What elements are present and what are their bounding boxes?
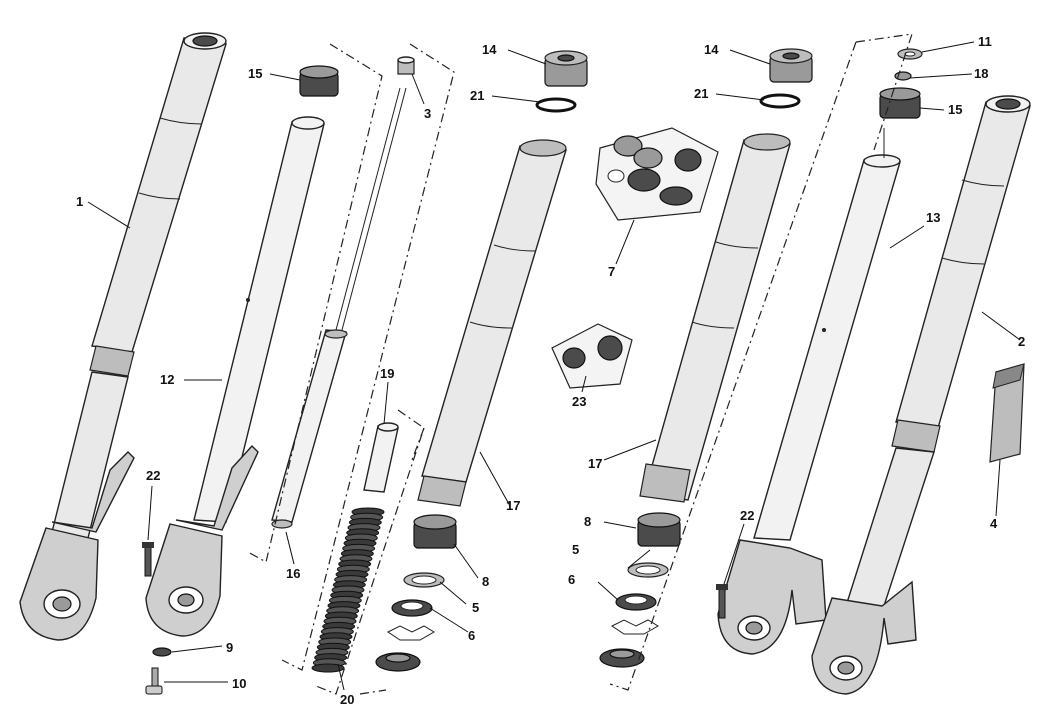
part-3-nut [397,56,415,75]
label-part-16: 16 [286,566,300,581]
part-5-washer-center-right [627,562,669,578]
part-5-washer-center-left [403,572,445,588]
label-part-5-a: 5 [472,600,479,615]
label-part-15-b: 15 [948,102,962,117]
label-part-21-b: 21 [694,86,708,101]
label-part-6-a: 6 [468,628,475,643]
label-part-17-b: 17 [588,456,602,471]
part-6-seal-center-left [375,599,435,672]
label-part-18: 18 [974,66,988,81]
part-labels: 1 2 3 4 5 5 6 6 7 8 8 9 10 11 12 13 14 1… [76,34,1025,707]
part-12-fork-inner-tube-left [145,116,325,637]
label-part-23: 23 [572,394,586,409]
label-part-4: 4 [990,516,998,531]
part-8-bushing-center-right [637,512,681,547]
assembly-outline-right [609,33,913,691]
label-part-13: 13 [926,210,940,225]
part-9-washer [152,647,172,657]
part-2-fork-outer-tube-right [811,95,1031,695]
spring-coil [311,663,345,673]
part-14-bushing-center-left [544,50,588,87]
label-part-12: 12 [160,372,174,387]
part-1-fork-outer-tube-left [19,32,227,641]
part-20-spring [311,507,385,673]
part-19-spacer [363,422,399,493]
part-15-cap-left [299,65,339,97]
part-17-outer-tube-center-right [639,133,791,503]
part-17-outer-tube-center-left [417,139,567,507]
label-part-21-a: 21 [470,88,484,103]
part-21-oring-center-left [535,97,577,113]
label-part-10: 10 [232,676,246,691]
part-11-plug [897,48,923,60]
part-4-guard [989,363,1025,463]
label-part-1: 1 [76,194,83,209]
assembly-outline-cartridge [247,43,455,695]
part-21-oring-center-right [759,93,801,109]
label-part-9: 9 [226,640,233,655]
label-part-5-b: 5 [572,542,579,557]
label-part-8-b: 8 [584,514,591,529]
label-part-17-a: 17 [506,498,520,513]
part-22-screw-right [716,584,728,619]
part-8-bushing-center-left [413,514,457,549]
part-10-bolt [145,667,163,695]
label-part-22-a: 22 [146,468,160,483]
part-7-seal-kit [595,127,719,221]
label-part-6-b: 6 [568,572,575,587]
leader-lines [87,41,1021,691]
label-part-14-b: 14 [704,42,719,57]
label-part-8-a: 8 [482,574,489,589]
part-6-seal-center-right [599,593,659,668]
part-16-damper-cartridge [271,87,407,529]
label-part-3: 3 [424,106,431,121]
label-part-22-b: 22 [740,508,754,523]
label-part-20: 20 [340,692,354,707]
label-part-14-a: 14 [482,42,497,57]
part-22-screw-left [142,542,154,577]
part-13-fork-inner-tube-right [717,128,901,655]
label-part-11: 11 [978,34,992,49]
label-part-15-a: 15 [248,66,262,81]
part-23-seal-kit [551,323,633,389]
label-part-19: 19 [380,366,394,381]
label-part-2: 2 [1018,334,1025,349]
label-part-7: 7 [608,264,615,279]
part-15-cap-right [879,87,921,119]
part-14-bushing-center-right [769,48,813,83]
